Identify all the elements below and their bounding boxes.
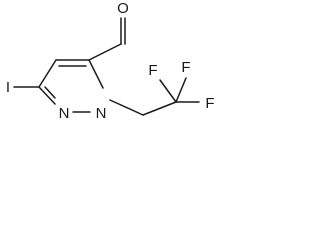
atom-label-iodine: I (6, 79, 10, 96)
bond-ch2-cf3 (142, 101, 177, 116)
atom-label-n2: N (59, 105, 70, 122)
bond-n2-c3-inner (44, 86, 56, 99)
atom-label-f-top-right: F (181, 59, 190, 76)
atom-label-f-left: F (148, 62, 157, 79)
bond-c3-c4 (38, 59, 57, 88)
bond-c5-cho (88, 43, 122, 61)
atom-label-f-right: F (205, 95, 214, 112)
bond-n2-c3-outer (38, 86, 56, 105)
bond-c5-n1 (88, 59, 104, 89)
bond-n1-ch2 (109, 99, 144, 116)
atom-label-n1: N (96, 105, 107, 122)
bond-cf3-f-left (159, 79, 177, 103)
chemical-structure-diagram: O I N N F F F (6, 0, 215, 122)
atom-label-oxygen: O (117, 0, 129, 17)
bond-cf3-f-top-right (175, 77, 187, 103)
